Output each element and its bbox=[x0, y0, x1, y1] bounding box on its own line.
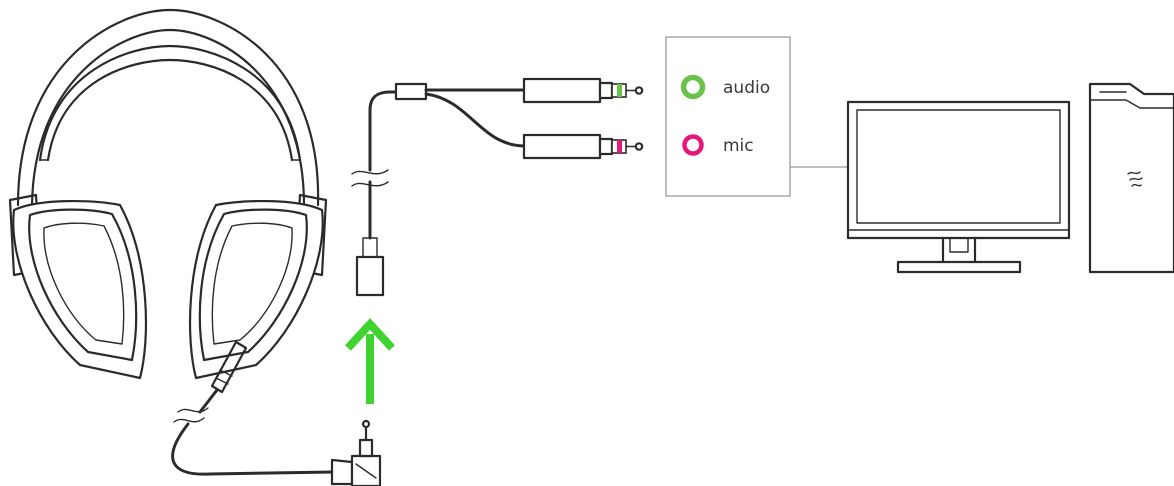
splitter-female-jack bbox=[355, 255, 385, 297]
splitter-break-mark-2 bbox=[351, 181, 389, 187]
splitter-junction bbox=[394, 82, 428, 101]
splitter-branch-mic bbox=[424, 92, 526, 148]
pc-tower-illustration bbox=[1088, 82, 1174, 274]
monitor-stand-slot bbox=[949, 237, 969, 253]
pc-tower-top-panel bbox=[1089, 99, 1174, 109]
headband-outer bbox=[16, 8, 320, 207]
plug-collar bbox=[358, 438, 374, 458]
pc-tower-case bbox=[1088, 82, 1174, 274]
audio-port-label: audio bbox=[723, 78, 770, 98]
audio-plug-body bbox=[522, 77, 602, 104]
mic-plug-collar bbox=[598, 137, 614, 156]
monitor-bezel bbox=[846, 100, 1071, 240]
plug-strain-relief bbox=[330, 458, 354, 486]
logo-stroke-1 bbox=[1127, 171, 1141, 175]
splitter-jack-neck bbox=[362, 237, 378, 258]
logo-stroke-2 bbox=[1129, 177, 1143, 181]
right-ear-cushion-inner bbox=[211, 222, 293, 345]
monitor-screen bbox=[856, 109, 1061, 224]
splitter-cable-upper bbox=[368, 90, 398, 172]
port-panel-box bbox=[665, 36, 791, 197]
plug-tip bbox=[361, 419, 371, 429]
headband-padding bbox=[46, 58, 294, 162]
connect-arrow bbox=[345, 318, 395, 404]
mic-port-label: mic bbox=[723, 136, 754, 156]
splitter-break-mark-1 bbox=[351, 169, 389, 175]
monitor-stand-base bbox=[896, 260, 1022, 274]
audio-plug-tip bbox=[634, 86, 644, 95]
audio-plug-collar bbox=[598, 81, 614, 100]
plug-body-detail bbox=[355, 463, 377, 479]
left-ear-cushion-inner bbox=[43, 222, 125, 345]
headset-35mm-plug bbox=[330, 419, 382, 486]
mic-plug-body bbox=[522, 133, 602, 160]
arrow-head bbox=[345, 318, 395, 351]
cable-strain-ridges bbox=[215, 369, 233, 385]
mic-plug bbox=[522, 133, 644, 160]
pc-tower-logo bbox=[1127, 171, 1143, 187]
headband-padding-top bbox=[38, 44, 302, 162]
cable-strain-relief bbox=[210, 340, 248, 394]
mic-plug-color-ring bbox=[617, 140, 622, 153]
logo-stroke-3 bbox=[1131, 183, 1142, 187]
splitter-cable bbox=[351, 77, 644, 297]
headset-illustration bbox=[8, 8, 382, 486]
pc-port-panel: audio mic bbox=[665, 36, 850, 197]
cable-break-mark-2 bbox=[173, 417, 205, 423]
cable-break-mark-1 bbox=[177, 407, 209, 413]
monitor-stand-neck bbox=[941, 236, 977, 264]
mic-port-icon bbox=[682, 134, 704, 156]
audio-port-icon bbox=[680, 74, 706, 100]
mic-plug-tip bbox=[634, 142, 644, 151]
left-ear-cushion bbox=[28, 208, 138, 362]
right-ear-cushion bbox=[198, 208, 308, 362]
audio-plug-color-ring bbox=[617, 84, 622, 97]
audio-plug bbox=[522, 77, 644, 104]
headset-cable-upper bbox=[198, 388, 219, 414]
monitor-illustration bbox=[846, 100, 1071, 274]
headset-cable-lower bbox=[171, 422, 336, 476]
